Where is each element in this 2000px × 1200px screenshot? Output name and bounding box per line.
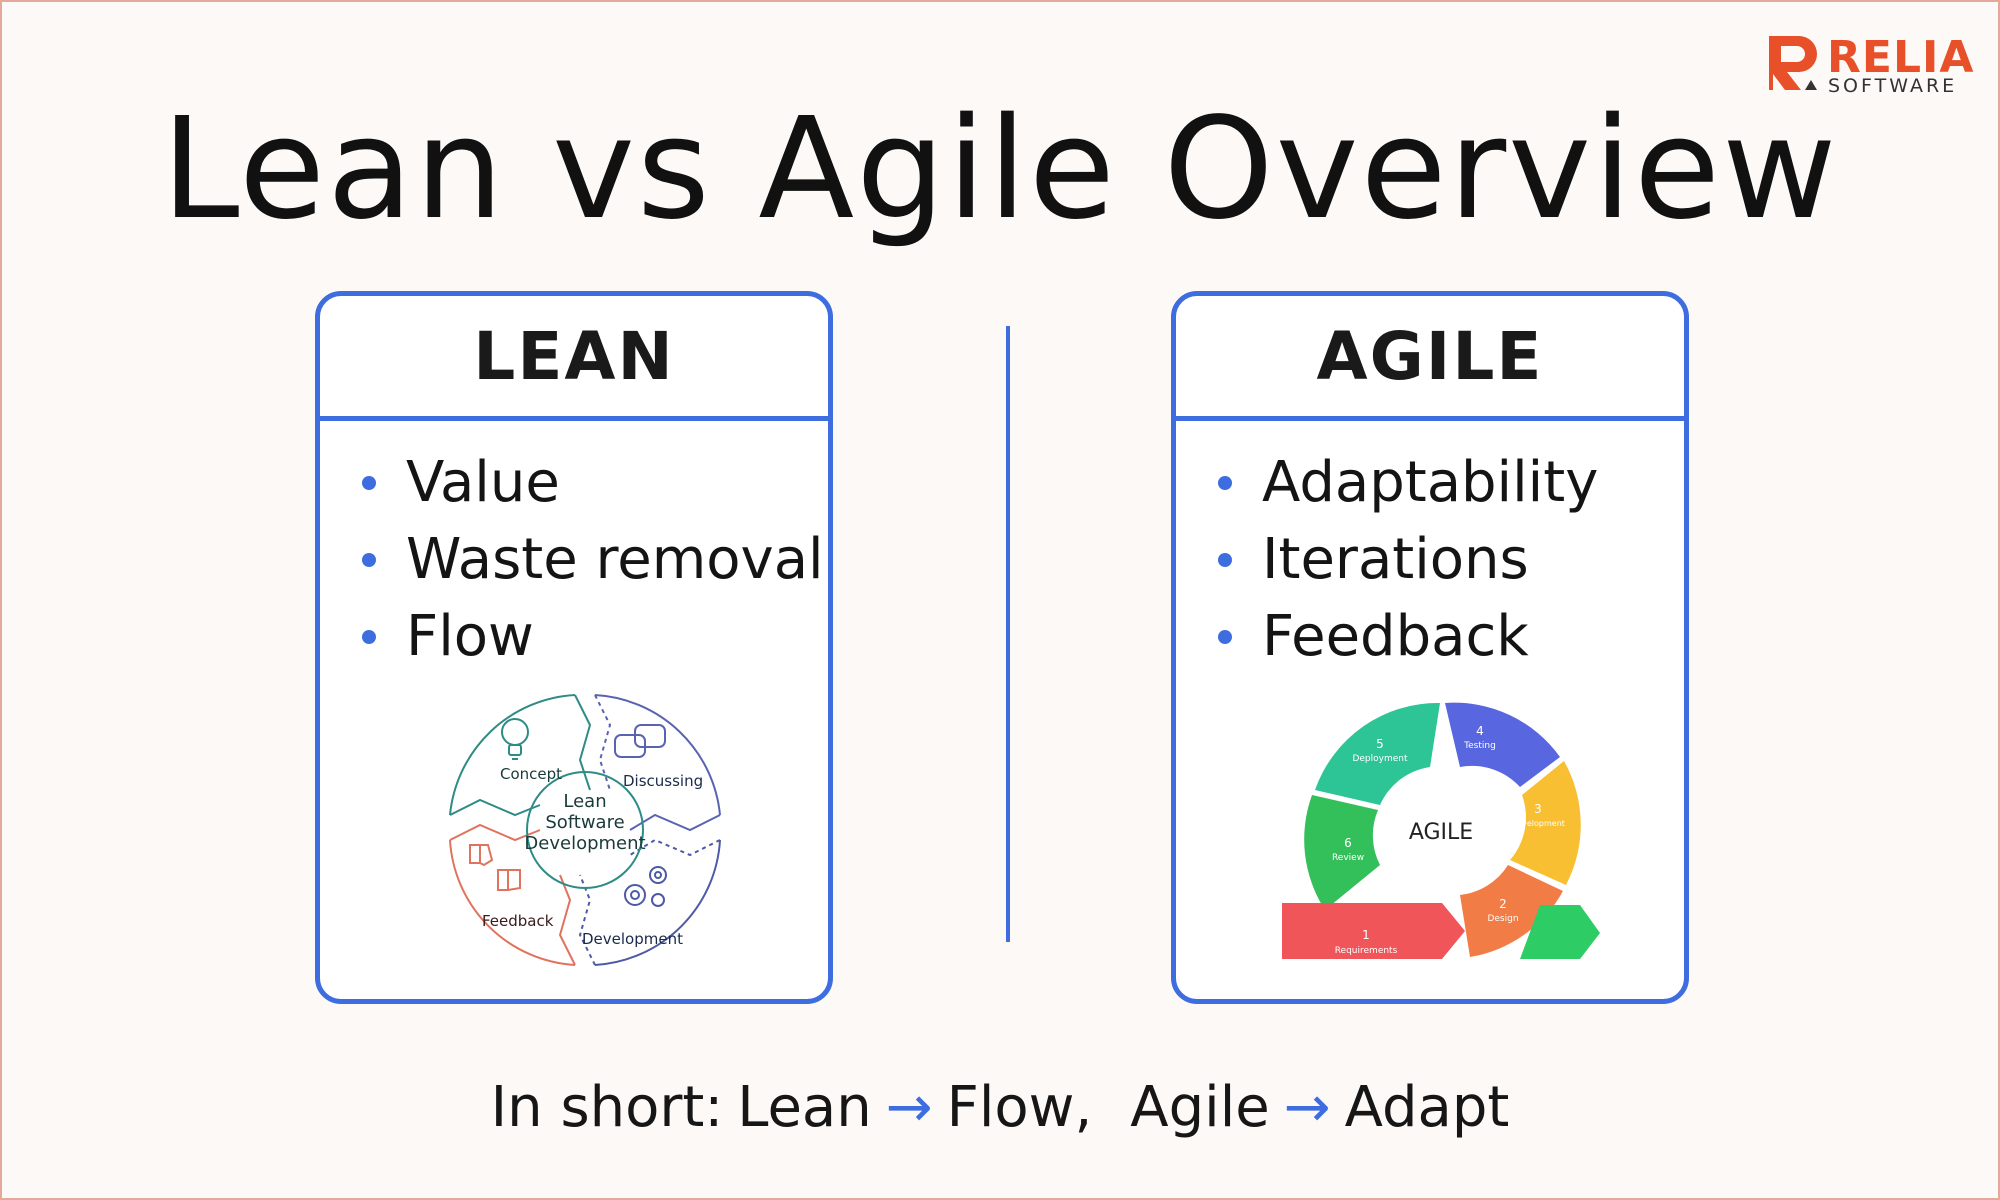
lean-bullet-list: Value Waste removal Flow — [362, 444, 824, 675]
summary-line: In short: Lean → Flow, Agile → Adapt — [0, 1075, 2000, 1140]
bullet-dot-icon — [362, 629, 376, 644]
lean-card: LEAN Value Waste removal Flow — [315, 291, 833, 1004]
relia-logo-mark-icon — [1769, 36, 1817, 90]
list-item: Feedback — [1218, 598, 1598, 675]
segment-label-discussing: Discussing — [623, 772, 703, 790]
agile-card-header: AGILE — [1176, 296, 1684, 421]
bullet-dot-icon — [362, 552, 376, 567]
summary-prefix: In short: — [490, 1075, 724, 1140]
summary-lean-result: Flow, — [946, 1075, 1093, 1140]
development-segment — [594, 839, 721, 966]
step-6-segment — [1304, 795, 1380, 910]
lean-cycle-diagram: Concept Discussing Development Feedback … — [449, 694, 721, 966]
lean-center-line1: Lean — [563, 791, 606, 812]
bullet-dot-icon — [1218, 629, 1232, 644]
center-divider — [1006, 326, 1010, 942]
bullet-text: Adaptability — [1262, 450, 1599, 515]
logo-sub: SOFTWARE — [1828, 75, 1958, 97]
step-3-num: 3 — [1534, 802, 1542, 816]
agile-bullet-list: Adaptability Iterations Feedback — [1218, 444, 1598, 675]
segment-label-concept: Concept — [500, 765, 562, 783]
concept-segment — [449, 694, 576, 816]
step-3-label: Development — [1511, 819, 1565, 828]
chat-bubbles-icon — [614, 724, 666, 758]
step-5-label: Deployment — [1352, 754, 1408, 764]
lean-center-line2: Software — [545, 812, 624, 833]
feedback-segment — [449, 839, 576, 966]
list-item: Iterations — [1218, 521, 1598, 598]
gears-icon — [624, 866, 667, 907]
lightbulb-icon — [501, 718, 529, 760]
agile-cycle-diagram: AGILE 1 Requirements 2 Design 3 Developm… — [1282, 702, 1600, 959]
step-1-segment — [1282, 903, 1465, 959]
thumbs-icon — [469, 844, 521, 891]
discussing-segment — [594, 694, 721, 816]
step-4-label: Testing — [1463, 741, 1496, 751]
cycle-arrow-icon — [1520, 905, 1600, 959]
bullet-text: Flow — [406, 604, 534, 669]
step-2-num: 2 — [1499, 897, 1507, 911]
step-5-num: 5 — [1376, 737, 1384, 751]
bullet-text: Waste removal — [406, 527, 824, 592]
step-1-label: Requirements — [1335, 946, 1398, 956]
summary-agile: Agile — [1130, 1075, 1270, 1140]
arrow-right-icon: → — [1283, 1075, 1331, 1140]
step-4-segment — [1445, 702, 1560, 787]
summary-agile-result: Adapt — [1344, 1075, 1510, 1140]
step-6-num: 6 — [1344, 836, 1352, 850]
step-5-segment — [1315, 702, 1440, 805]
lean-center-line3: Development — [524, 833, 645, 854]
summary-lean: Lean — [737, 1075, 872, 1140]
list-item: Waste removal — [362, 521, 824, 598]
bullet-dot-icon — [1218, 552, 1232, 567]
list-item: Flow — [362, 598, 824, 675]
logo-brand: RELIA — [1827, 32, 1975, 83]
step-1-num: 1 — [1362, 928, 1370, 942]
step-4-num: 4 — [1476, 724, 1484, 738]
step-6-label: Review — [1332, 853, 1364, 863]
page-title: Lean vs Agile Overview — [161, 88, 1839, 251]
step-3-segment — [1510, 761, 1581, 885]
lean-card-header: LEAN — [320, 296, 828, 421]
bullet-text: Iterations — [1262, 527, 1529, 592]
list-item: Value — [362, 444, 824, 521]
relia-software-logo: RELIA SOFTWARE — [1765, 32, 1975, 98]
bullet-text: Feedback — [1262, 604, 1529, 669]
step-2-label: Design — [1487, 914, 1518, 924]
bullet-text: Value — [406, 450, 560, 515]
arrow-right-icon: → — [885, 1075, 933, 1140]
segment-label-development: Development — [582, 930, 683, 948]
bullet-dot-icon — [362, 475, 376, 490]
list-item: Adaptability — [1218, 444, 1598, 521]
step-2-segment — [1460, 865, 1563, 957]
agile-center-label: AGILE — [1409, 820, 1473, 845]
bullet-dot-icon — [1218, 475, 1232, 490]
segment-label-feedback: Feedback — [482, 912, 554, 930]
